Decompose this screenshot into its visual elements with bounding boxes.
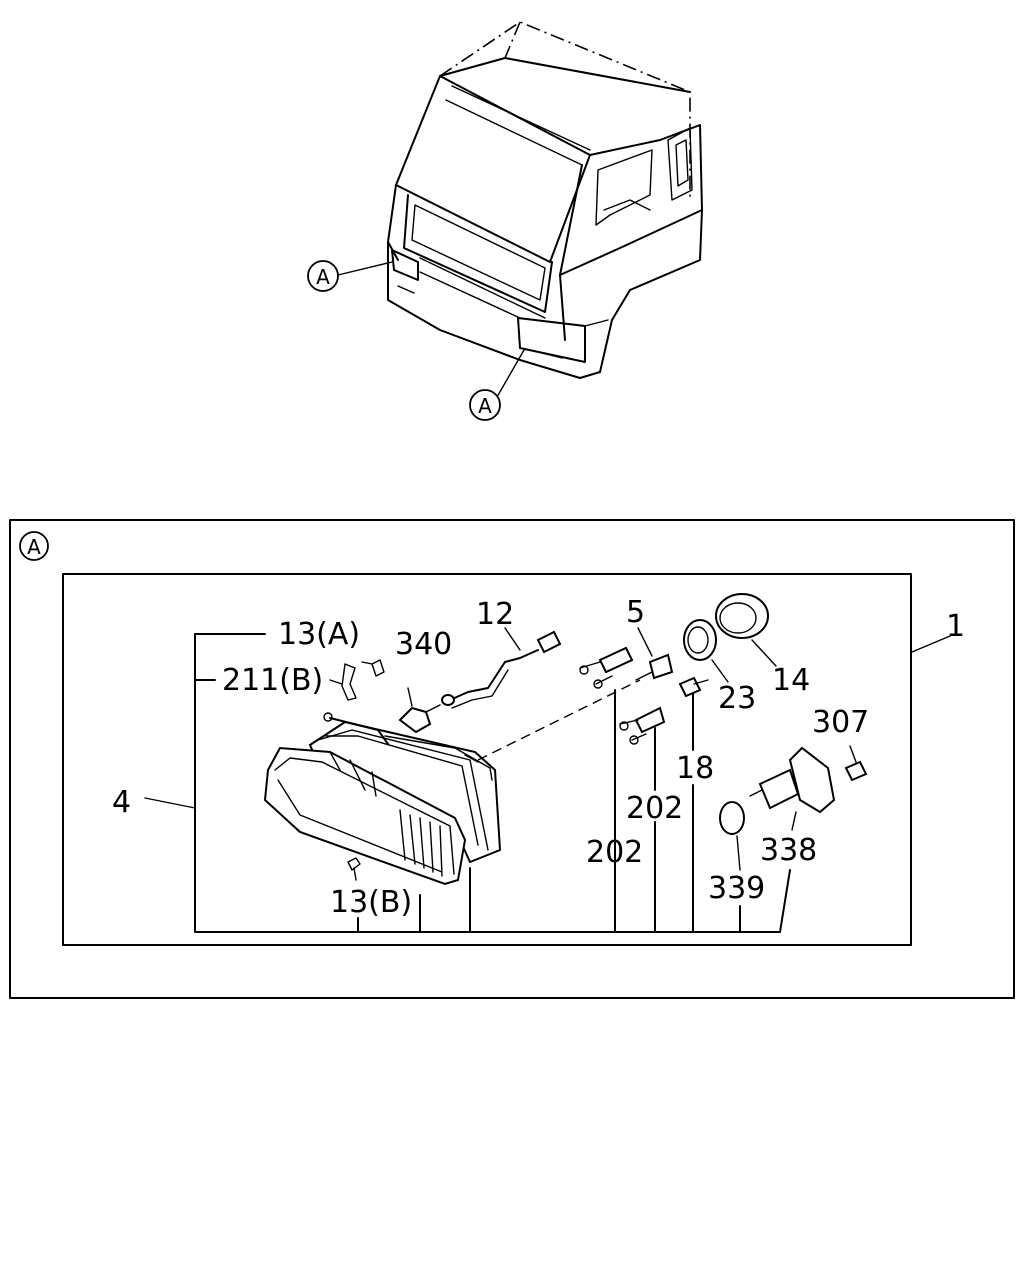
o-ring-339-part [719,801,745,835]
install-path-line [477,679,641,761]
harness-12-part [441,627,562,709]
label-339: 339 [708,871,765,906]
socket-202-upper-part [579,646,634,689]
callout-a-cab-right-text: A [478,394,492,418]
label-307: 307 [812,705,869,740]
label-5: 5 [626,595,645,630]
label-4: 4 [112,785,131,820]
truck-cab-illustration [337,21,703,398]
assembly-bracket [144,633,951,933]
label-211b: 211(B) [222,663,323,698]
socket-202-lower-part [619,706,666,745]
label-338: 338 [760,833,817,868]
label-202-lower: 202 [586,835,643,870]
bracket-211b-part [329,663,357,701]
assembly-inner-frame [62,573,912,946]
clip-13b-part [347,857,361,881]
label-1: 1 [946,609,965,644]
detail-outer-frame [9,519,1015,999]
label-12: 12 [476,597,514,632]
callout-a-detail-text: A [27,535,41,559]
bulb-340-part [398,687,441,734]
label-13a: 13(A) [278,617,360,652]
clip-13a-part [361,659,385,677]
cap-14-part [715,593,777,667]
label-23: 23 [718,681,756,716]
connector-338-part [749,746,836,831]
callout-a-cab-left: A [307,260,339,292]
screw-307-part [844,745,868,782]
label-340: 340 [395,627,452,662]
bulb-5-part [635,627,674,681]
callout-a-cab-right: A [469,389,501,421]
seal-23-part [683,619,729,683]
headlamp-assembly [263,712,502,886]
bolt-18-part [678,676,709,698]
label-14: 14 [772,663,810,698]
callout-a-detail: A [19,531,49,561]
callout-a-cab-left-text: A [316,265,330,289]
label-13b: 13(B) [330,885,412,920]
label-202-upper: 202 [626,791,683,826]
label-18: 18 [676,751,714,786]
